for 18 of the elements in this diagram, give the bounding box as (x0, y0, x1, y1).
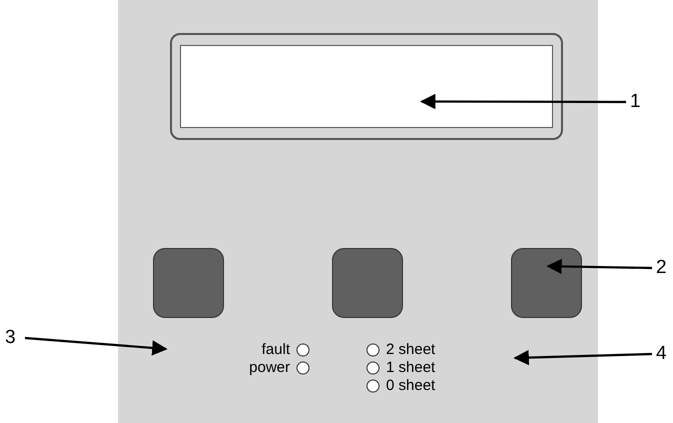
panel-button (511, 248, 582, 318)
leader-arrow (420, 94, 626, 110)
indicator-label: 0 sheet (386, 377, 436, 394)
callout-number: 2 (656, 258, 672, 278)
leader-arrow (24, 336, 168, 356)
leader-arrow (513, 350, 652, 366)
indicator-label: 1 sheet (386, 359, 436, 376)
callout-number: 4 (656, 344, 672, 364)
indicator-label: 2 sheet (386, 341, 436, 358)
callout-number: 1 (630, 92, 646, 112)
indicator-label: power (248, 359, 290, 376)
panel-button (332, 248, 403, 318)
callout-number: 3 (5, 328, 21, 348)
control-panel (118, 0, 598, 423)
indicator-label: fault (260, 341, 290, 358)
leader-arrow (546, 258, 652, 274)
panel-button (153, 248, 224, 318)
display-screen (170, 33, 563, 140)
